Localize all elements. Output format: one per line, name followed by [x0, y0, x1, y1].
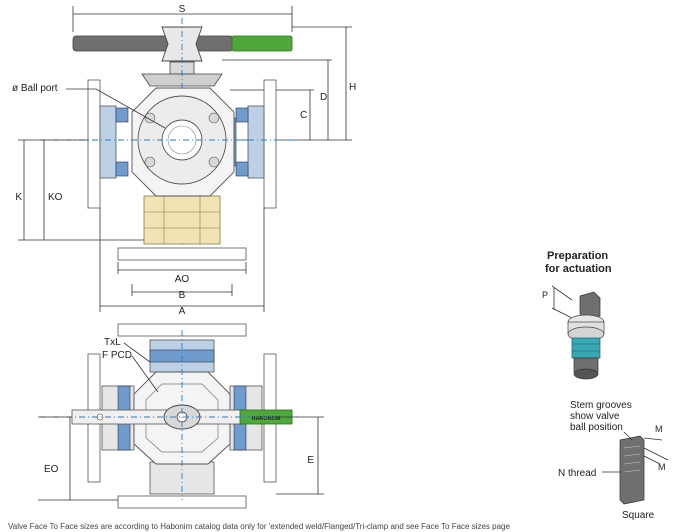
left-adapter	[99, 105, 117, 179]
label-m-upper: M	[655, 424, 663, 434]
plan-view: HARONOM TxL F PCD EO E	[38, 323, 324, 509]
label-square: Square	[622, 510, 655, 521]
stem-note-line1: Stem grooves	[570, 400, 632, 411]
bottom-flange	[117, 247, 247, 261]
brand-label: HARONOM	[251, 416, 280, 422]
prep-title-line2: for actuation	[545, 263, 612, 275]
stem-square	[619, 435, 645, 505]
label-txl: TxL	[104, 337, 121, 348]
label-n-thread: N thread	[558, 468, 596, 479]
stem-note-line2: show valve	[570, 411, 620, 422]
label-e: E	[307, 455, 314, 466]
label-c: C	[300, 110, 307, 121]
right-flange	[263, 79, 277, 209]
label-a: A	[179, 306, 186, 317]
label-s: S	[179, 4, 186, 15]
prep-title-line1: Preparation	[547, 250, 608, 262]
handle-grip	[231, 35, 293, 52]
handle-bar	[72, 35, 234, 52]
label-ko: KO	[48, 192, 63, 203]
right-adapter	[247, 105, 265, 179]
label-d: D	[320, 92, 327, 103]
label-ao: AO	[175, 274, 190, 285]
label-ball-port: ø Ball port	[12, 83, 58, 94]
label-b: B	[179, 290, 186, 301]
label-m-lower: M	[658, 462, 666, 472]
label-f-pcd: F PCD	[102, 350, 132, 361]
front-view: S H D C	[12, 4, 356, 317]
stem-detail: Stem grooves show valve ball position M …	[558, 400, 669, 521]
left-flange	[87, 79, 101, 209]
plan-bottom-flange	[117, 495, 247, 509]
stem-note-line3: ball position	[570, 422, 623, 433]
label-p: P	[542, 290, 548, 300]
label-h: H	[349, 82, 356, 93]
stem-top	[579, 291, 601, 321]
footnote: Valve Face To Face sizes are according t…	[8, 522, 510, 531]
bottom-connector	[143, 195, 221, 245]
label-k: K	[15, 192, 22, 203]
actuation-detail: Preparation for actuation P	[542, 250, 612, 380]
label-eo: EO	[44, 464, 59, 475]
